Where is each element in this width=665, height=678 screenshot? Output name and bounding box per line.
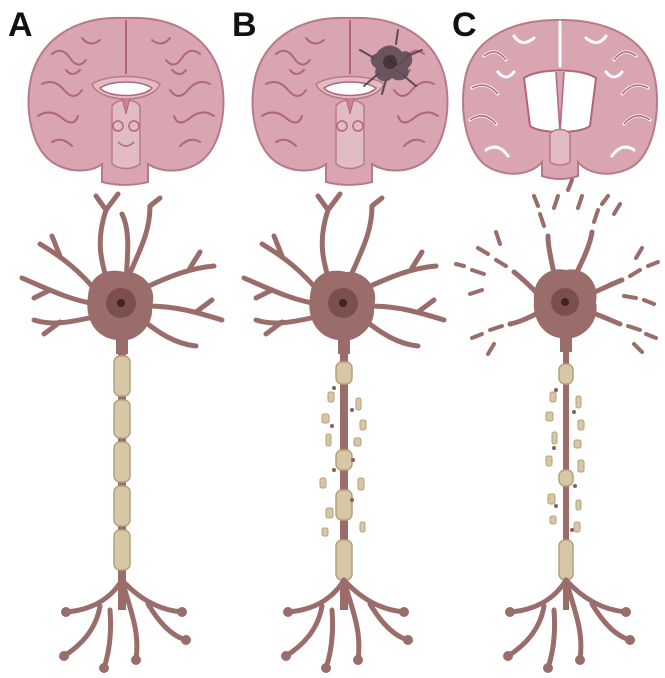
neuron-degenerated-icon	[456, 180, 658, 673]
brain-coronal-lesion-icon	[253, 18, 448, 185]
brain-coronal-atrophy-icon	[463, 20, 657, 179]
neuron-demyelinated-icon	[244, 194, 444, 673]
brain-coronal-normal-icon	[29, 18, 224, 185]
neuron-healthy-icon	[22, 194, 222, 673]
